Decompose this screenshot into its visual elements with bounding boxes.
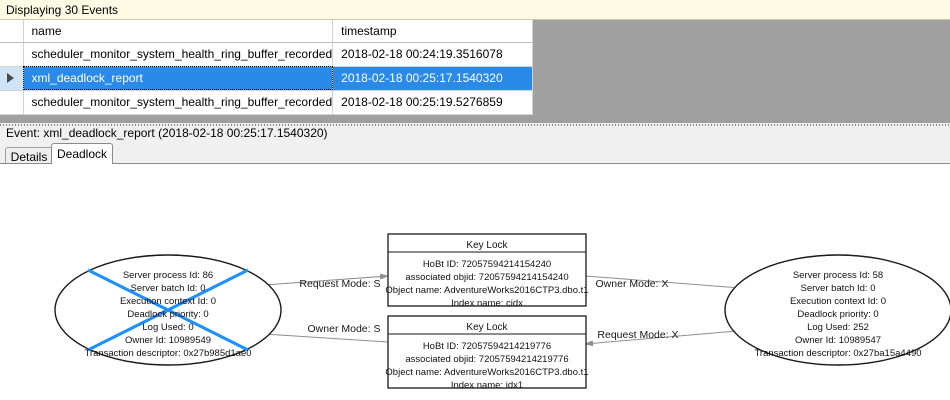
deadlock-victim-cross-icon	[87, 268, 249, 352]
process-node-right[interactable]: Server process Id: 58 Server batch Id: 0…	[724, 254, 950, 366]
row-selector-cell[interactable]	[0, 42, 24, 67]
process-right-line-6: Transaction descriptor: 0x27ba15a4490	[754, 348, 921, 359]
edge-right-owner-label: Owner Mode: X	[596, 278, 669, 290]
cell-name[interactable]: xml_deadlock_report	[23, 66, 334, 91]
process-right-line-5: Owner Id: 10989547	[795, 335, 881, 346]
event-title-label: Event: xml_deadlock_report (2018-02-18 0…	[6, 126, 328, 140]
process-right-line-2: Execution context Id: 0	[790, 296, 886, 307]
event-detail-header: Event: xml_deadlock_report (2018-02-18 0…	[0, 122, 950, 142]
edge-left-owner-label: Owner Mode: S	[308, 323, 381, 335]
column-header-timestamp[interactable]: timestamp	[332, 20, 534, 43]
process-right-line-0: Server process Id: 58	[793, 270, 883, 281]
events-grid[interactable]: name timestamp scheduler_monitor_system_…	[0, 20, 950, 122]
process-left-line-6: Transaction descriptor: 0x27b985d1ae0	[84, 348, 251, 359]
event-count-label: Displaying 30 Events	[6, 3, 119, 17]
key-lock-bottom-line-1: associated objid: 72057594214219776	[405, 354, 568, 365]
cell-name[interactable]: scheduler_monitor_system_health_ring_buf…	[23, 90, 334, 115]
process-right-line-3: Deadlock priority: 0	[797, 309, 878, 320]
deadlock-graph-canvas[interactable]: Request Mode: S Owner Mode: S Owner Mode…	[0, 163, 950, 400]
key-lock-top-line-0: HoBt ID: 72057594214154240	[423, 259, 551, 270]
table-row[interactable]: scheduler_monitor_system_health_ring_buf…	[0, 90, 534, 115]
key-lock-bottom-line-2: Object name: AdventureWorks2016CTP3.dbo.…	[385, 367, 588, 378]
tab-deadlock[interactable]: Deadlock	[51, 143, 113, 164]
resource-node-key-lock-bottom[interactable]: Key Lock HoBt ID: 72057594214219776 asso…	[385, 315, 589, 391]
cell-timestamp[interactable]: 2018-02-18 00:25:17.1540320	[332, 66, 534, 91]
process-node-left[interactable]: Server process Id: 86 Server batch Id: 0…	[54, 254, 282, 366]
edge-left-request-label: Request Mode: S	[299, 278, 380, 290]
process-left-line-5: Owner Id: 10989549	[125, 335, 211, 346]
column-header-name[interactable]: name	[23, 20, 334, 43]
cell-name[interactable]: scheduler_monitor_system_health_ring_buf…	[23, 42, 334, 67]
key-lock-bottom-box	[387, 315, 587, 389]
process-left-line-1: Server batch Id: 0	[131, 283, 206, 294]
row-selector-header	[0, 20, 24, 43]
key-lock-top-title: Key Lock	[466, 240, 508, 251]
process-right-line-1: Server batch Id: 0	[801, 283, 876, 294]
process-left-line-4: Log Used: 0	[142, 322, 193, 333]
key-lock-bottom-line-0: HoBt ID: 72057594214219776	[423, 341, 551, 352]
process-left-line-0: Server process Id: 86	[123, 270, 213, 281]
row-selector-cell[interactable]	[0, 66, 24, 91]
key-lock-bottom-title: Key Lock	[466, 322, 508, 333]
key-lock-top-line-3: Index name: cidx	[451, 298, 523, 309]
status-strip: Displaying 30 Events	[0, 0, 950, 20]
detail-tabstrip: Details Deadlock	[0, 142, 950, 164]
process-left-line-3: Deadlock priority: 0	[127, 309, 208, 320]
process-right-line-4: Log Used: 252	[807, 322, 869, 333]
edge-right-request-label: Request Mode: X	[597, 329, 678, 341]
key-lock-top-box	[387, 233, 587, 307]
current-row-arrow-icon	[7, 73, 14, 83]
table-row[interactable]: scheduler_monitor_system_health_ring_buf…	[0, 42, 534, 67]
process-right-ellipse	[724, 254, 950, 366]
cell-timestamp[interactable]: 2018-02-18 00:24:19.3516078	[332, 42, 534, 67]
row-selector-cell[interactable]	[0, 90, 24, 115]
splitter-grip[interactable]	[0, 123, 950, 127]
resource-node-key-lock-top[interactable]: Key Lock HoBt ID: 72057594214154240 asso…	[385, 233, 589, 309]
key-lock-top-line-2: Object name: AdventureWorks2016CTP3.dbo.…	[385, 285, 588, 296]
table-row[interactable]: xml_deadlock_report 2018-02-18 00:25:17.…	[0, 66, 534, 91]
process-left-line-2: Execution context Id: 0	[120, 296, 216, 307]
key-lock-bottom-line-3: Index name: idx1	[451, 380, 523, 391]
events-table: name timestamp scheduler_monitor_system_…	[0, 20, 534, 115]
cell-timestamp[interactable]: 2018-02-18 00:25:19.5276859	[332, 90, 534, 115]
table-header-row: name timestamp	[0, 20, 534, 43]
key-lock-top-line-1: associated objid: 72057594214154240	[405, 272, 568, 283]
tab-details[interactable]: Details	[5, 147, 53, 164]
